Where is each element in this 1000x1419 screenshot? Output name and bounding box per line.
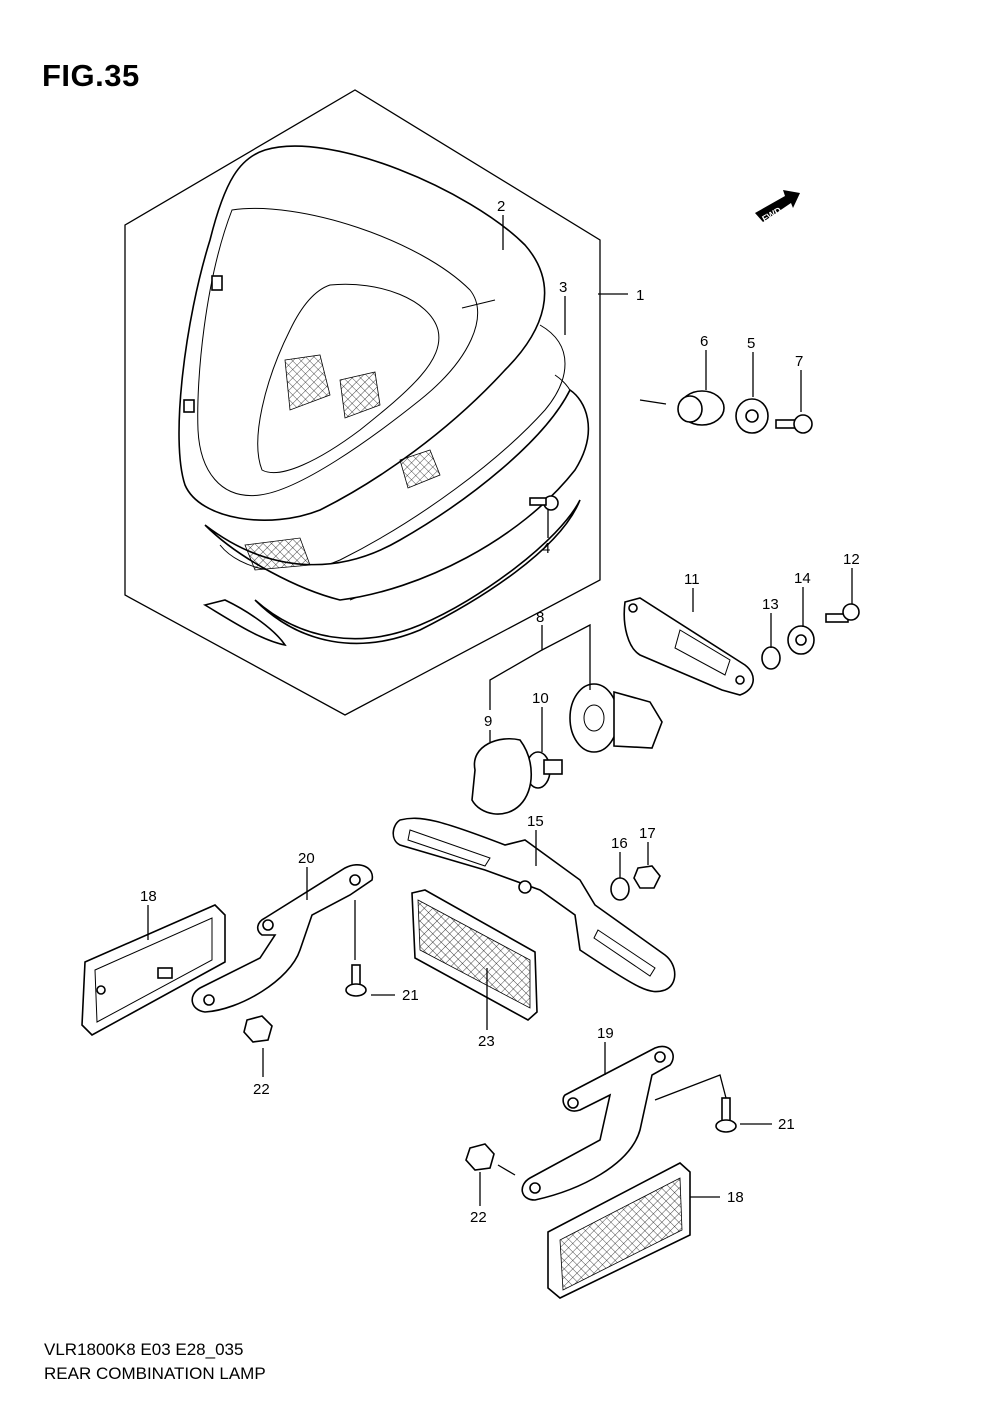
figure-title: FIG.35 <box>42 58 140 93</box>
part-11-bracket <box>623 597 754 696</box>
callout-4: 4 <box>542 540 550 557</box>
part-21-bolt-left <box>345 964 367 997</box>
callout-22-left: 22 <box>253 1081 270 1098</box>
callout-12: 12 <box>843 551 860 568</box>
callout-20: 20 <box>298 850 315 867</box>
part-18-reflector-lower <box>547 1162 691 1299</box>
part-13-collar <box>761 646 781 670</box>
callout-6: 6 <box>700 333 708 350</box>
part-4-screw <box>529 495 559 511</box>
part-7-bolt <box>775 414 813 434</box>
part-18-reflector-left <box>81 904 226 1036</box>
part-6-grommet <box>677 390 725 426</box>
callout-19: 19 <box>597 1025 614 1042</box>
leader-lines <box>147 215 853 1206</box>
part-14-washer <box>787 625 815 655</box>
callout-22-right: 22 <box>470 1209 487 1226</box>
callout-2: 2 <box>497 198 505 215</box>
callout-10: 10 <box>532 690 549 707</box>
callout-labels: 2 3 1 6 5 7 4 11 12 14 13 8 10 9 15 17 1… <box>140 198 860 1226</box>
callout-13: 13 <box>762 596 779 613</box>
part-1-base <box>202 388 590 647</box>
callout-5: 5 <box>747 335 755 352</box>
part-21-bolt-right <box>715 1097 737 1133</box>
fwd-arrow-icon: FWD <box>755 190 800 224</box>
part-8-socket <box>569 683 663 753</box>
part-15-bracket <box>392 817 676 993</box>
part-12-bolt <box>825 603 860 623</box>
callout-1: 1 <box>636 287 644 304</box>
part-22-nut-right <box>465 1143 495 1171</box>
callout-21-left: 21 <box>402 987 419 1004</box>
callout-23: 23 <box>478 1033 495 1050</box>
diagram-caption: REAR COMBINATION LAMP <box>44 1364 266 1383</box>
model-code: VLR1800K8 E03 E28_035 <box>44 1340 244 1359</box>
part-16-washer <box>610 877 630 901</box>
callout-18-lower: 18 <box>727 1189 744 1206</box>
part-2-lens-housing <box>178 145 546 521</box>
part-9-lens <box>471 738 532 815</box>
part-22-nut-left <box>243 1015 273 1043</box>
callout-3: 3 <box>559 279 567 296</box>
callout-16: 16 <box>611 835 628 852</box>
callout-14: 14 <box>794 570 811 587</box>
callout-9: 9 <box>484 713 492 730</box>
callout-17: 17 <box>639 825 656 842</box>
callout-15: 15 <box>527 813 544 830</box>
callout-7: 7 <box>795 353 803 370</box>
assembly-outline <box>124 89 601 716</box>
part-19-bracket <box>521 1045 674 1201</box>
part-23-reflector <box>411 889 538 1021</box>
callout-8: 8 <box>536 609 544 626</box>
part-20-bracket <box>191 864 374 1013</box>
part-10-bulb <box>525 751 563 789</box>
callout-11: 11 <box>684 571 700 588</box>
callout-18-upper: 18 <box>140 888 157 905</box>
part-5-washer <box>735 398 769 434</box>
callout-21-right: 21 <box>778 1116 795 1133</box>
part-17-nut <box>633 865 661 889</box>
